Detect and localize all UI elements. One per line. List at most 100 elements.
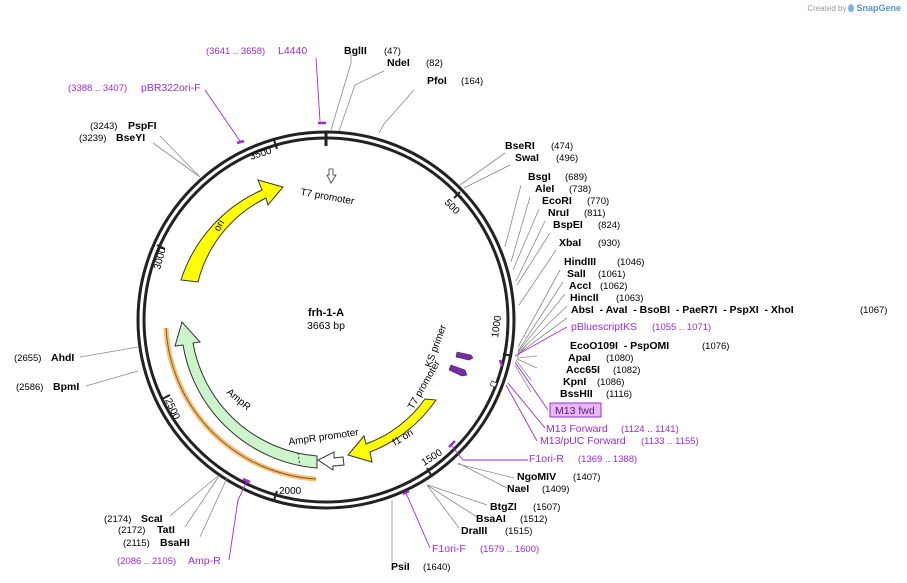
snapgene-credit: Created by SnapGene (807, 3, 901, 13)
enzyme-ahdi-name: AhdI (51, 352, 74, 364)
ori-label: ori (212, 218, 227, 233)
enzyme-absi-group-pos: (1067) (860, 305, 887, 316)
tick-label-500: 500 (442, 197, 462, 217)
scale-ticks (156, 139, 513, 501)
enzyme-ndei-pos: (82) (426, 58, 443, 69)
enzyme-scai-pos: (2174) (104, 514, 131, 525)
enzyme-btgzi-name: BtgZI (490, 501, 517, 513)
primer-l4440-range: (3641 .. 3658) (206, 46, 265, 57)
enzyme-bsgi-name: BsgI (528, 171, 551, 183)
enzyme-bspei-pos: (824) (598, 220, 620, 231)
enzyme-alei-pos: (738) (569, 184, 591, 195)
enzyme-draiii-name: DraIII (461, 525, 487, 537)
enzyme-pfoi-pos: (164) (461, 76, 483, 87)
ampr-feature[interactable] (174, 320, 318, 469)
primer-labels: (3641 .. 3658) L4440 (3388 .. 3407) pBR3… (68, 45, 711, 567)
enzyme-psii-name: PsiI (391, 561, 410, 573)
enzyme-draiii-pos: (1515) (505, 526, 532, 537)
enzyme-nrui-name: NruI (548, 207, 569, 219)
enzyme-bsshii-name: BssHII (560, 388, 593, 400)
enzyme-bpmi-name: BpmI (53, 381, 79, 393)
enzyme-ahdi-pos: (2655) (14, 353, 41, 364)
enzyme-bsahi-pos: (2115) (123, 538, 150, 549)
snapgene-logo-icon (848, 4, 855, 12)
enzyme-acc65i-name: Acc65I (566, 364, 600, 376)
enzyme-alei-name: AleI (535, 183, 554, 195)
enzyme-leader-lines (79, 54, 568, 562)
ampr-promoter-label: AmpR promoter (288, 427, 360, 448)
ori-feature[interactable] (180, 179, 284, 283)
ks-primer-arrow (455, 351, 474, 361)
primer-f1ori-f-name: F1ori-F (432, 543, 466, 555)
primer-leader-lines (204, 57, 568, 561)
enzyme-ndei-name: NdeI (387, 57, 410, 69)
ampr-promoter-feature[interactable] (317, 451, 345, 471)
primer-f1ori-r-range: (1369 .. 1388) (578, 454, 637, 465)
enzyme-apai-name: ApaI (568, 352, 591, 364)
primer-m13-fwd-name: M13 fwd (555, 405, 595, 417)
enzyme-nrui-pos: (811) (584, 208, 605, 219)
credit-brand: SnapGene (856, 3, 901, 13)
enzyme-bseyi-name: BseYI (116, 132, 145, 144)
enzyme-kpni-name: KpnI (563, 376, 586, 388)
enzyme-pfoi-name: PfoI (427, 75, 447, 87)
enzyme-naei-name: NaeI (507, 483, 529, 495)
primer-amp-r-range: (2086 .. 2105) (117, 556, 176, 567)
t7-promoter-right-arrow (448, 364, 468, 377)
primer-l4440-name: L4440 (278, 45, 307, 57)
enzyme-naei-pos: (1409) (542, 484, 569, 495)
tick-label-2000: 2000 (279, 486, 302, 497)
enzyme-hincii-pos: (1063) (616, 293, 643, 304)
enzyme-ngomiv-pos: (1407) (573, 472, 600, 483)
enzyme-bpmi-pos: (2586) (16, 382, 43, 393)
m13-fwd-badge[interactable] (549, 402, 602, 418)
enzyme-hincii-name: HincII (570, 292, 599, 304)
enzyme-sali-pos: (1061) (598, 269, 625, 280)
t7-promoter-top-label: T7 promoter (299, 187, 355, 207)
enzyme-bsshii-pos: (1116) (606, 389, 632, 400)
enzyme-tati-name: TatI (157, 524, 175, 536)
enzyme-scai-name: ScaI (141, 513, 163, 525)
enzyme-kpni-pos: (1086) (597, 377, 624, 388)
enzyme-acci-name: AccI (569, 280, 591, 292)
small-feature-marker (489, 380, 498, 388)
selection-highlight-edge (165, 327, 317, 480)
plasmid-size: 3663 bp (307, 320, 345, 332)
enzyme-xbai-name: XbaI (559, 237, 581, 249)
enzyme-absi-group-name: AbsI - AvaI - BsoBI - PaeR7I - PspXI - X… (571, 304, 794, 316)
enzyme-bsaai-pos: (1512) (520, 514, 547, 525)
ampr-label: AmpR (224, 387, 252, 413)
enzyme-pspfi-name: PspFI (128, 120, 157, 132)
enzyme-apai-pos: (1080) (606, 353, 633, 364)
enzyme-labels: BglII (47) NdeI (82) PfoI (164) BseRI (4… (14, 45, 887, 573)
enzyme-bseri-pos: (474) (551, 141, 573, 152)
enzyme-acc65i-pos: (1082) (613, 365, 640, 376)
plasmid-name: frh-1-A (308, 307, 344, 319)
primer-pbr322ori-range: (3388 .. 3407) (68, 83, 127, 94)
primer-amp-r-name: Amp-R (188, 555, 221, 567)
enzyme-btgzi-pos: (1507) (533, 502, 560, 513)
enzyme-acci-pos: (1062) (600, 281, 627, 292)
enzyme-bglii-name: BglII (344, 45, 367, 57)
tick-label-1500: 1500 (420, 447, 445, 468)
primer-marks (236, 121, 504, 496)
primer-pbluescriptks-range: (1055 .. 1071) (652, 322, 711, 333)
enzyme-ecori-name: EcoRI (542, 195, 572, 207)
enzyme-hindiii-pos: (1046) (617, 257, 644, 268)
enzyme-bsgi-pos: (689) (565, 172, 587, 183)
primer-m13-forward-range: (1124 .. 1141) (621, 424, 679, 435)
credit-prefix: Created by (807, 3, 847, 13)
enzyme-pspfi-pos: (3243) (90, 121, 117, 132)
primer-pbr322ori-name: pBR322ori-F (141, 82, 201, 94)
primer-pbluescriptks-name: pBluescriptKS (571, 321, 637, 333)
enzyme-sali-name: SalI (567, 268, 586, 280)
primer-f1ori-r-name: F1ori-R (529, 453, 564, 465)
t7-promoter-top-arrow (326, 168, 337, 184)
enzyme-bspei-name: BspEI (553, 219, 583, 231)
f1-ori-feature[interactable] (347, 398, 437, 463)
enzyme-ngomiv-name: NgoMIV (517, 471, 556, 483)
enzyme-xbai-pos: (930) (598, 238, 620, 249)
tick-label-3000: 3000 (152, 246, 168, 271)
enzyme-psii-pos: (1640) (423, 562, 450, 573)
